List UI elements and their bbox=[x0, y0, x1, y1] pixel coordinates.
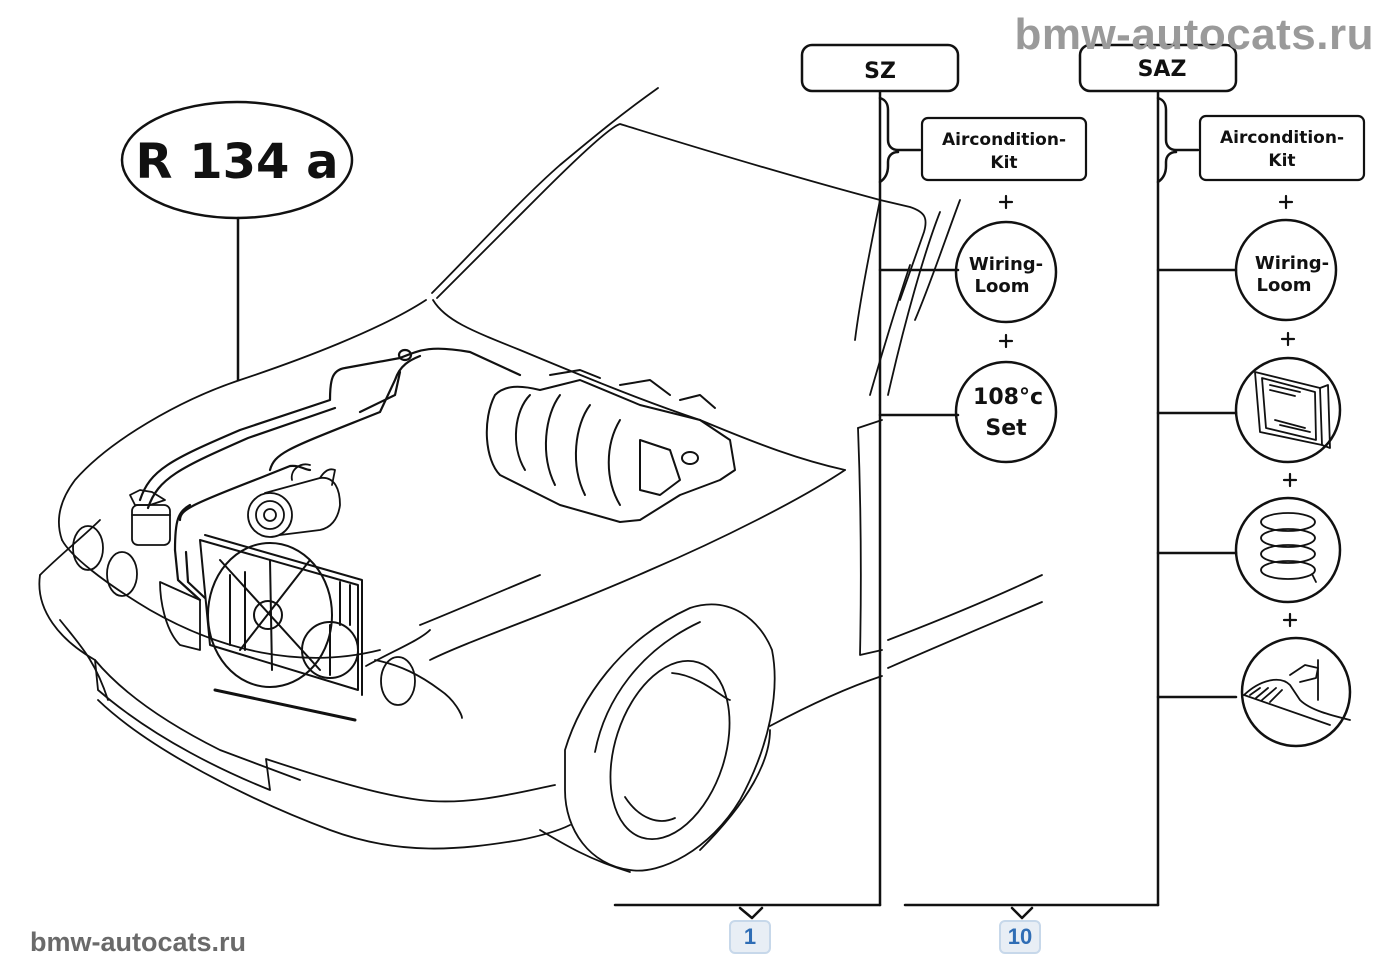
interior-console-icon bbox=[1243, 659, 1351, 726]
refrigerant-callout bbox=[120, 100, 354, 382]
watermark-bottom: bmw-autocats.ru bbox=[30, 927, 247, 957]
condenser-radiator-icon bbox=[1254, 371, 1331, 449]
saz-header: SAZ bbox=[1138, 57, 1187, 82]
reference-badge-saz[interactable]: 10 bbox=[999, 920, 1041, 954]
windshield bbox=[436, 123, 927, 301]
sz-tree bbox=[613, 43, 1088, 920]
coil-spring-icon bbox=[1260, 512, 1317, 583]
saz-wiring-loom-line1: Wiring- bbox=[1255, 253, 1329, 274]
refrigerant-label: R 134 a bbox=[136, 134, 339, 190]
plus-signs bbox=[998, 194, 1298, 628]
sz-thermostat-set-line2: Set bbox=[985, 416, 1027, 441]
saz-tree bbox=[903, 43, 1366, 920]
car-body-outline bbox=[38, 87, 1043, 850]
saz-aircon-kit-line2: Kit bbox=[1268, 151, 1295, 171]
condenser-fan-assembly bbox=[199, 534, 363, 722]
sz-aircon-kit-line1: Aircondition- bbox=[942, 130, 1066, 150]
saz-aircon-kit-line1: Aircondition- bbox=[1220, 128, 1344, 148]
sz-wiring-loom-line1: Wiring- bbox=[969, 254, 1043, 275]
headlight-left-2 bbox=[106, 551, 138, 597]
watermark-top: bmw-autocats.ru bbox=[1014, 10, 1374, 59]
evaporator-housing bbox=[485, 369, 736, 523]
reference-badge-sz[interactable]: 1 bbox=[729, 920, 771, 954]
compressor bbox=[247, 463, 341, 538]
headlight-left-1 bbox=[72, 525, 104, 571]
refrigerant-lines bbox=[138, 347, 522, 602]
sz-aircon-kit-line2: Kit bbox=[990, 153, 1017, 173]
sz-header: SZ bbox=[864, 59, 896, 84]
headlight-right bbox=[380, 656, 416, 706]
sz-wiring-loom-line2: Loom bbox=[975, 276, 1030, 297]
front-wheel bbox=[539, 603, 776, 873]
saz-wiring-loom-line2: Loom bbox=[1257, 275, 1312, 296]
receiver-drier bbox=[129, 489, 171, 546]
sz-thermostat-set-line1: 108°c bbox=[973, 385, 1043, 410]
